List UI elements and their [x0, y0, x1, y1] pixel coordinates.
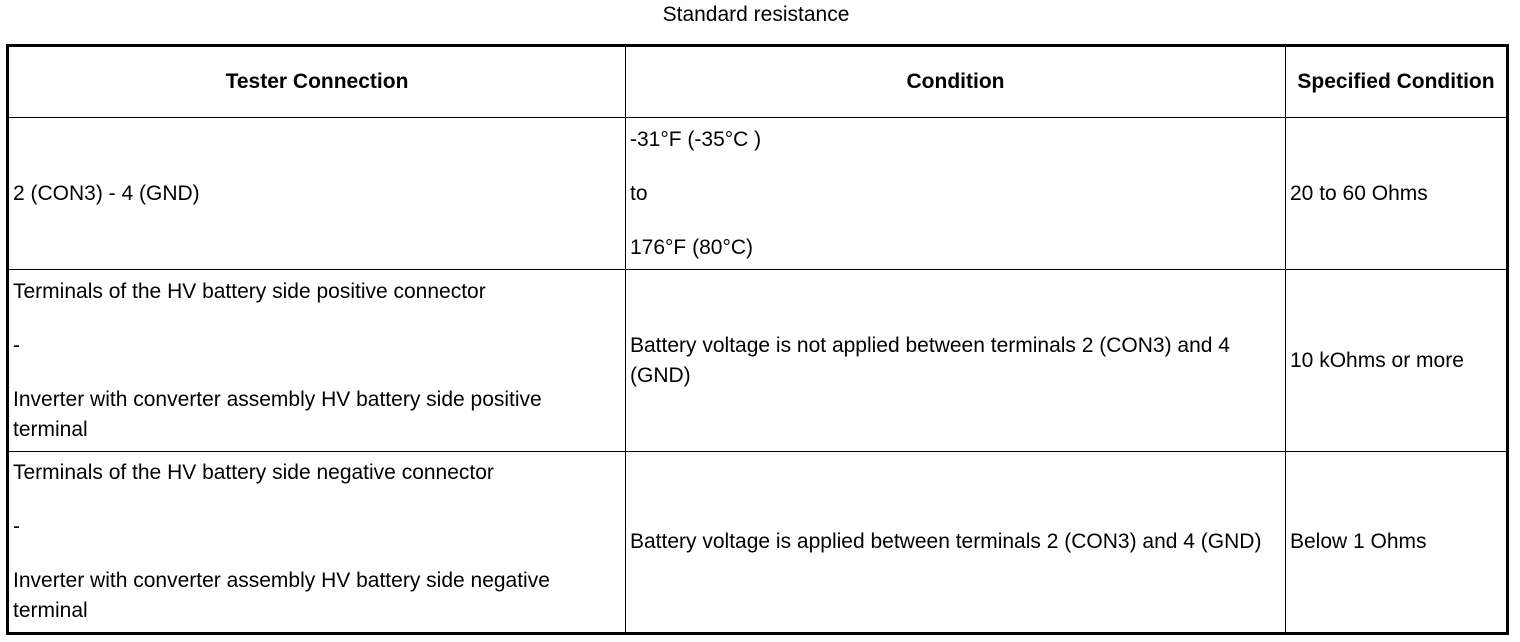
tester-connection-text: Terminals of the HV battery side positiv…: [13, 279, 486, 303]
tester-connection-cell: Terminals of the HV battery side positiv…: [7, 269, 626, 452]
table-row: Terminals of the HV battery side negativ…: [7, 451, 1508, 634]
tester-connection-text: -: [13, 333, 20, 357]
table-header-row: Tester Connection Condition Specified Co…: [7, 45, 1508, 118]
header-condition: Condition: [625, 45, 1286, 118]
tester-connection-text: Inverter with converter assembly HV batt…: [13, 569, 550, 622]
specified-condition-cell: 20 to 60 Ohms: [1285, 117, 1508, 270]
condition-text: Battery voltage is not applied between t…: [630, 333, 1230, 387]
table-row: 2 (CON3) - 4 (GND) -31°F (-35°C ) to 176…: [7, 117, 1508, 270]
specified-condition-cell: 10 kOhms or more: [1285, 269, 1508, 452]
standard-resistance-table: Tester Connection Condition Specified Co…: [6, 44, 1509, 635]
tester-connection-text: -: [13, 515, 20, 538]
tester-connection-text: 2 (CON3) - 4 (GND): [13, 181, 200, 205]
condition-text: to: [630, 181, 648, 205]
specified-condition-cell: Below 1 Ohms: [1285, 451, 1508, 634]
condition-text: Battery voltage is applied between termi…: [630, 530, 1262, 553]
condition-text: 176°F (80°C): [630, 235, 754, 259]
tester-connection-cell: Terminals of the HV battery side negativ…: [7, 451, 626, 634]
table-caption: Standard resistance: [662, 3, 850, 26]
condition-cell: Battery voltage is not applied between t…: [625, 269, 1286, 452]
condition-cell: -31°F (-35°C ) to 176°F (80°C): [625, 117, 1286, 270]
header-specified-condition: Specified Condition: [1285, 45, 1508, 118]
condition-cell: Battery voltage is applied between termi…: [625, 451, 1286, 634]
table-row: Terminals of the HV battery side positiv…: [7, 269, 1508, 452]
tester-connection-text: Inverter with converter assembly HV batt…: [13, 387, 542, 441]
header-tester-connection: Tester Connection: [7, 45, 626, 118]
condition-text: -31°F (-35°C ): [630, 127, 762, 151]
tester-connection-cell: 2 (CON3) - 4 (GND): [7, 117, 626, 270]
tester-connection-text: Terminals of the HV battery side negativ…: [13, 461, 494, 484]
